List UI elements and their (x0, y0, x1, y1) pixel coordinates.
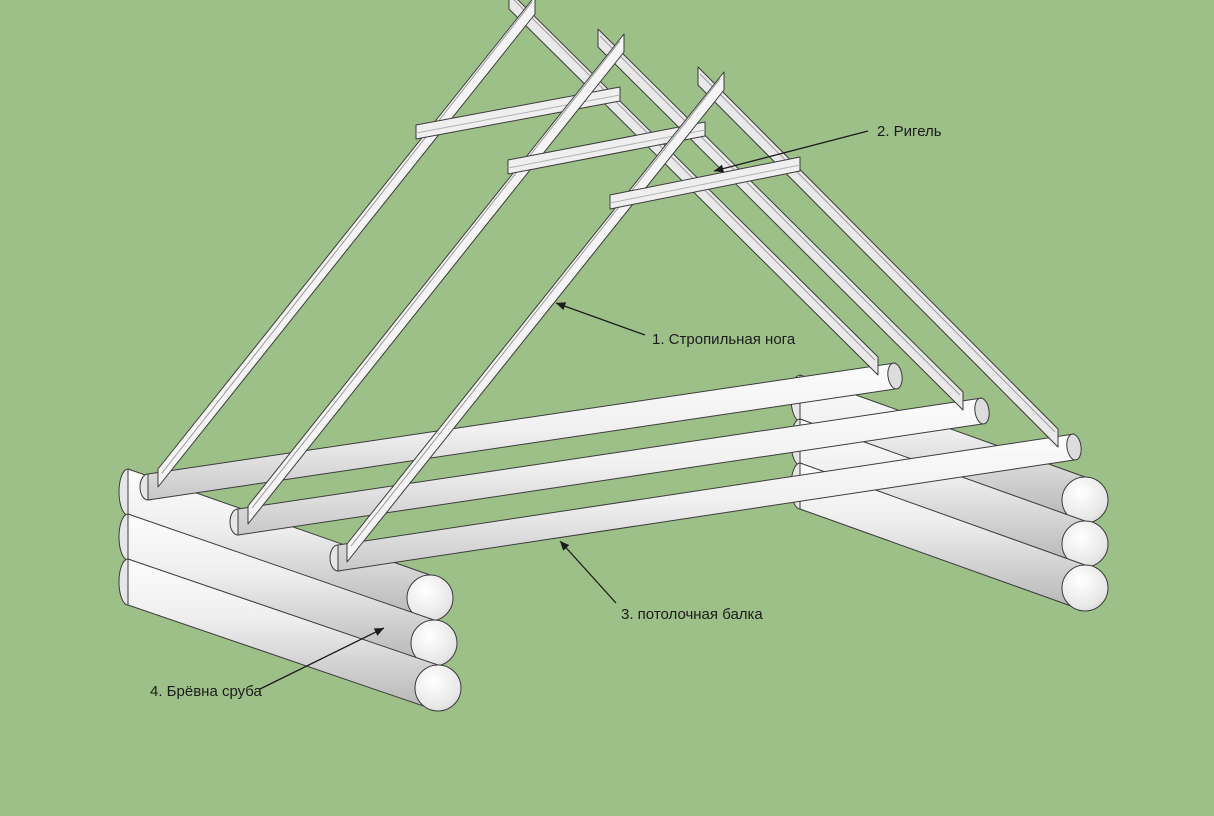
ceiling-beam (329, 433, 1082, 572)
rafter-edge (161, 1, 533, 474)
rafter-edge (251, 40, 621, 509)
collar-tie-edge (415, 94, 621, 134)
annotation-rigel: 2. Ригель (713, 123, 942, 173)
rafter-left (157, 0, 536, 488)
beam-right-cap (1066, 433, 1082, 461)
collar-tie (507, 121, 706, 175)
log-end-face (414, 664, 462, 712)
annotations: 2. Ригель 1. Стропильная нога 3. потолоч… (150, 123, 942, 700)
ceiling-beam (139, 362, 903, 501)
leader-line-rafter-leg (555, 302, 646, 336)
collar-tie (415, 86, 621, 140)
ceiling-beam (229, 397, 990, 536)
truss-front (346, 66, 1059, 563)
rafter-edge (699, 73, 1056, 433)
beam-right-cap (974, 397, 990, 425)
annotation-log-wall: 4. Брёвна сруба (150, 627, 385, 700)
truss-back (157, 0, 879, 488)
label-rafter-leg: 1. Стропильная нога (652, 331, 796, 348)
leader-line-rigel (713, 130, 869, 173)
rafter-right (597, 28, 964, 411)
log-wall-right (790, 374, 1109, 612)
label-log-wall: 4. Брёвна сруба (150, 683, 263, 700)
label-ceiling-beam: 3. потолочная балка (621, 606, 763, 623)
leader-line-ceiling-beam (559, 540, 617, 604)
annotation-ceiling-beam: 3. потолочная балка (559, 540, 763, 623)
log-end-face (1061, 564, 1109, 612)
rafter-edge (599, 35, 961, 396)
collar-tie (609, 156, 801, 210)
leader-line-log-wall (259, 627, 385, 690)
beam-right-cap (887, 362, 903, 390)
rafter-edge (350, 78, 721, 547)
log-wall-left (118, 468, 462, 712)
ceiling-beams (139, 362, 1082, 572)
wall-log (118, 558, 462, 712)
wall-log (790, 418, 1109, 568)
annotation-rafter-leg: 1. Стропильная нога (555, 302, 796, 348)
collar-tie-edge (609, 164, 801, 204)
label-rigel: 2. Ригель (877, 123, 942, 140)
